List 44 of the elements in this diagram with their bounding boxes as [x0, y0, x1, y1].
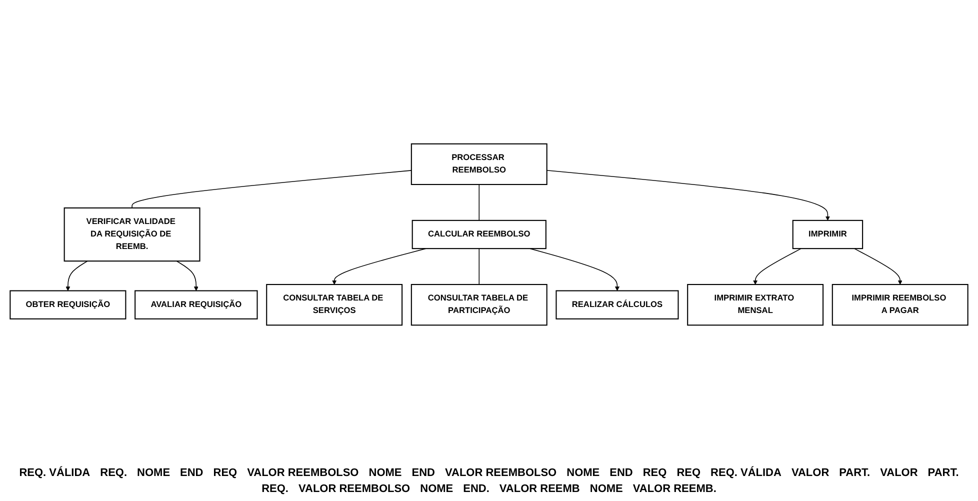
node-box: OBTER REQUISIÇÃO: [10, 290, 126, 320]
data-couple-label: VALOR REEMB.: [632, 483, 716, 495]
data-couple-label: VALOR REEMBOLSO: [298, 483, 410, 495]
data-couple-label: REQ.: [100, 467, 128, 479]
data-couple-label: NOME: [137, 467, 170, 479]
data-couple-label: VALOR: [880, 467, 918, 479]
data-couple-label: PART.: [839, 467, 870, 479]
data-couple-label: NOME: [590, 483, 623, 495]
connector: [478, 248, 480, 285]
node-box: VERIFICAR VALIDADE DA REQUISIÇÃO DE REEMB.: [64, 207, 200, 262]
data-couple-label: NOME: [420, 483, 454, 495]
data-couple-label: VALOR REEMBOLSO: [444, 467, 557, 479]
arrow: [854, 248, 902, 285]
arrow: [176, 260, 198, 291]
data-couple-label: NOME: [368, 467, 402, 479]
node-box: CONSULTAR TABELA DE SERVIÇOS: [266, 284, 403, 326]
connector: [132, 170, 412, 208]
data-couple-label: VALOR REEMBOLSO: [247, 467, 359, 479]
node-box: IMPRIMIR: [792, 220, 864, 250]
connector: [478, 184, 480, 221]
node-box: PROCESSAR REEMBOLSO: [410, 143, 548, 186]
data-couple-label: VALOR REEMB: [499, 483, 580, 495]
node-box: AVALIAR REQUISIÇÃO: [134, 290, 258, 320]
arrow: [753, 248, 802, 285]
node-box: REALIZAR CÁLCULOS: [556, 290, 679, 320]
node-box: IMPRIMIR REEMBOLSO A PAGAR: [832, 284, 968, 326]
data-couple-label: END.: [463, 483, 490, 495]
data-couple-label: REQ.: [262, 483, 288, 495]
data-couple-label: VALOR: [791, 467, 830, 479]
data-couple-label: REQ: [642, 467, 667, 479]
data-couple-label: NOME: [566, 467, 600, 479]
data-couple-label: END: [610, 467, 633, 479]
data-couple-label: REQ. VÁLIDA: [19, 467, 90, 479]
data-couple-label: REQ. VÁLIDA: [710, 467, 782, 479]
arrow: [66, 260, 88, 291]
arrow: [546, 170, 830, 221]
data-couple-label: END: [412, 467, 435, 479]
data-couple-label: REQ: [213, 467, 238, 479]
data-couple-label: REQ: [676, 467, 701, 479]
data-couple-label: PART.: [928, 467, 959, 479]
node-box: IMPRIMIR EXTRATO MENSAL: [687, 284, 824, 326]
node-box: CALCULAR REEMBOLSO: [412, 220, 546, 250]
node-box: CONSULTAR TABELA DE PARTICIPAÇÃO: [410, 284, 548, 326]
data-couple-label: END: [180, 467, 204, 479]
